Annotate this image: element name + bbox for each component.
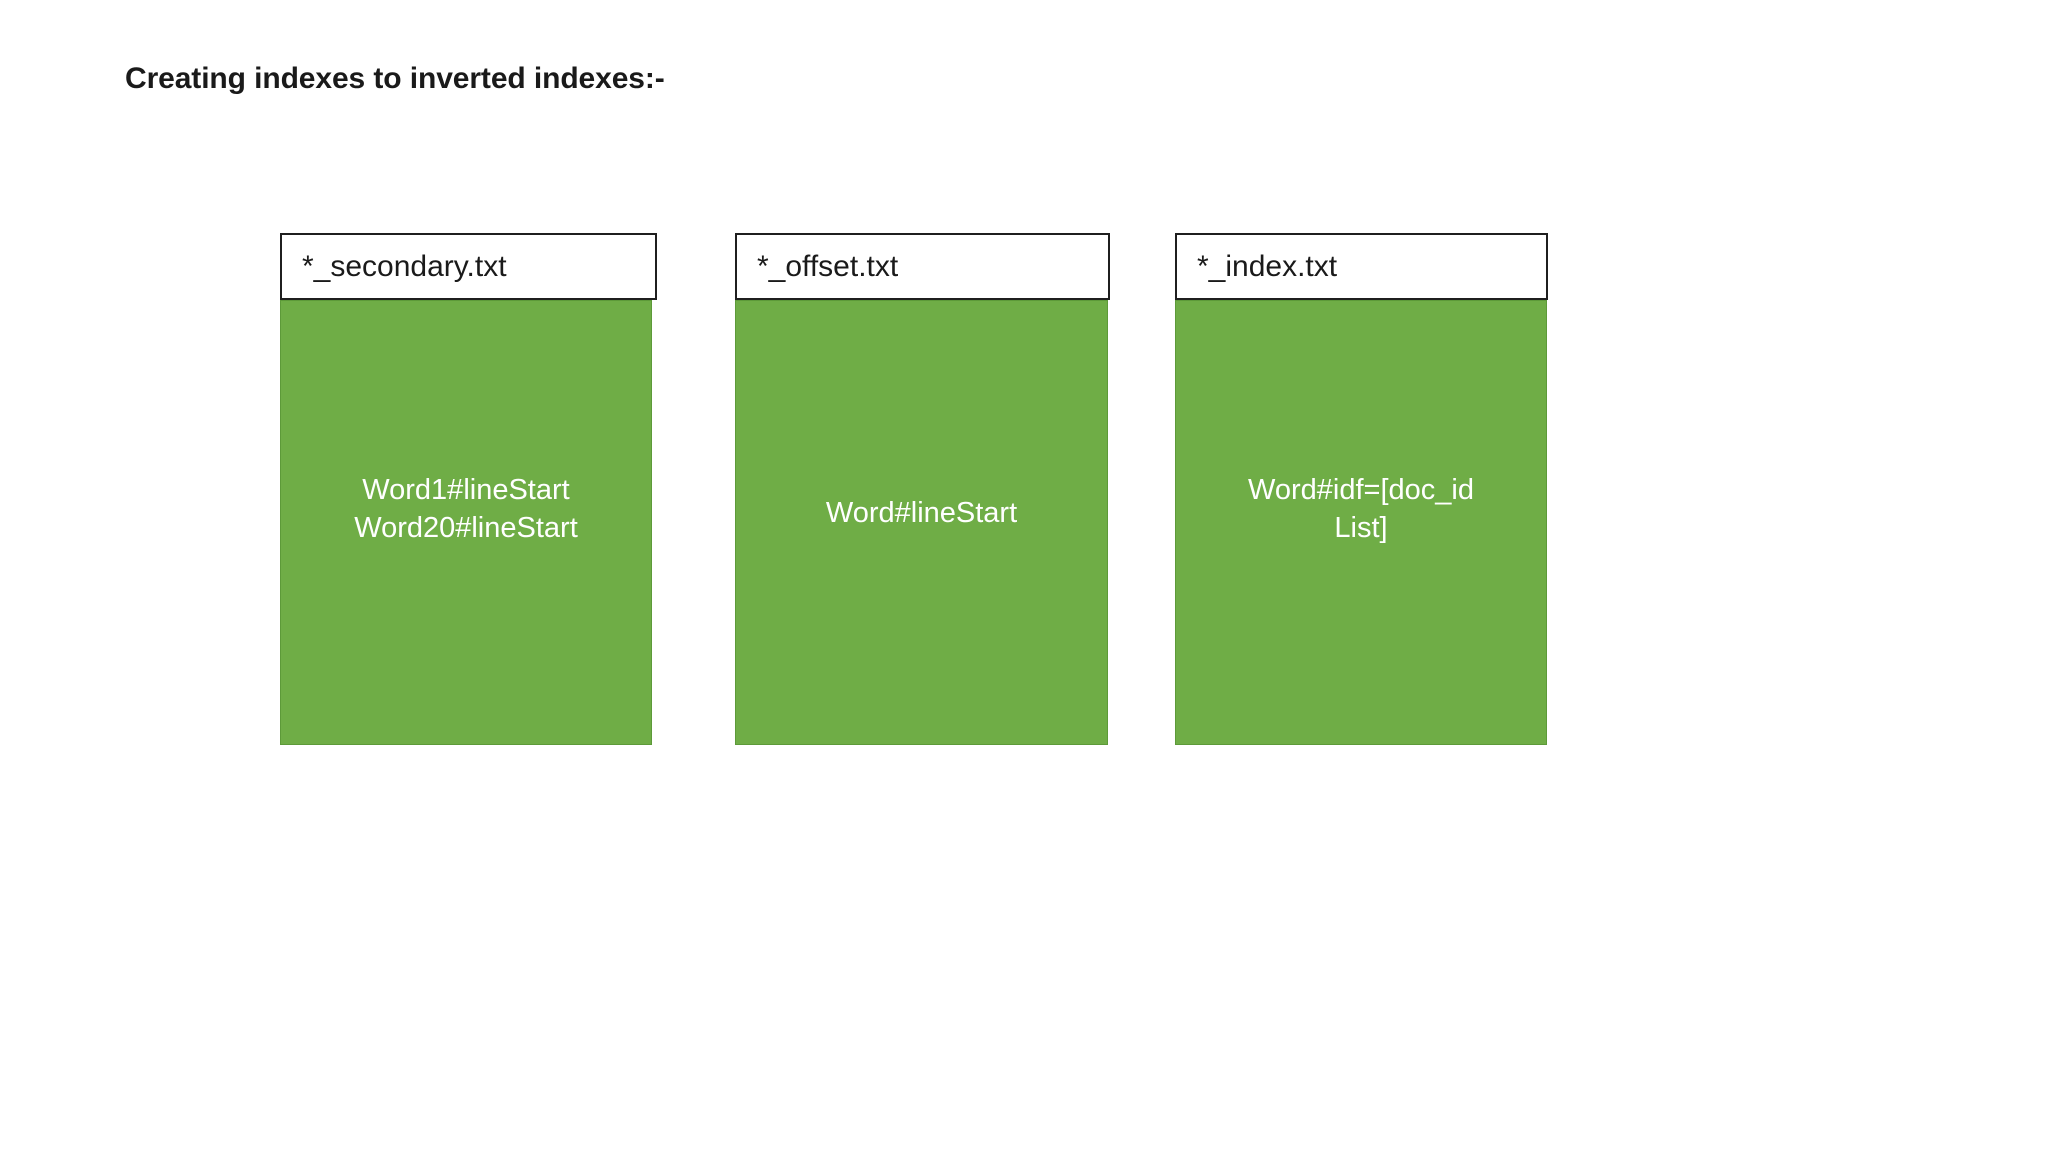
file-body-line: Word#lineStart bbox=[825, 497, 1018, 529]
file-body-text-secondary: Word1#lineStart Word20#lineStart bbox=[281, 471, 651, 548]
file-header-label-secondary: *_secondary.txt bbox=[302, 249, 507, 283]
file-body-text-offset: Word#lineStart bbox=[736, 494, 1107, 532]
file-header-index: *_index.txt bbox=[1175, 233, 1548, 300]
file-header-secondary: *_secondary.txt bbox=[280, 233, 657, 300]
file-header-label-offset: *_offset.txt bbox=[757, 249, 899, 283]
file-body-line: Word#idf=[doc_id bbox=[1248, 474, 1474, 506]
file-header-offset: *_offset.txt bbox=[735, 233, 1110, 300]
file-body-line: Word1#lineStart bbox=[362, 474, 570, 506]
file-body-secondary: Word1#lineStart Word20#lineStart bbox=[280, 300, 652, 745]
file-body-line: List] bbox=[1334, 512, 1388, 545]
file-body-line: Word20#lineStart bbox=[354, 512, 578, 545]
file-body-offset: Word#lineStart bbox=[735, 300, 1108, 745]
file-body-text-index: Word#idf=[doc_id List] bbox=[1176, 471, 1546, 548]
file-header-label-index: *_index.txt bbox=[1197, 249, 1338, 283]
file-body-index: Word#idf=[doc_id List] bbox=[1175, 300, 1547, 745]
page-title: Creating indexes to inverted indexes:- bbox=[125, 62, 665, 95]
